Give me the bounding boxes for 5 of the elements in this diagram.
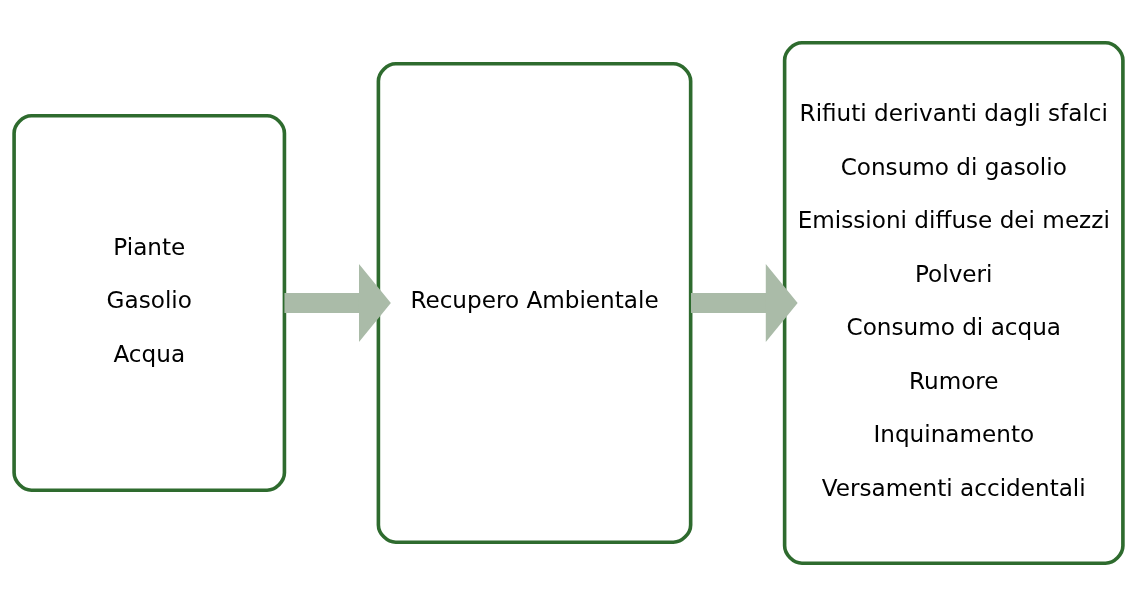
node-box: Recupero Ambientale bbox=[376, 61, 693, 544]
node-box: Rifiuti derivanti dagli sfalci Consumo di gasolio Emissioni diffuse dei mezzi Polveri Consumo di acqua Rumore Inquinamento Versamenti accidentali bbox=[782, 40, 1125, 565]
arrow bbox=[284, 263, 391, 342]
node-box: Piante Gasolio Acqua bbox=[12, 113, 287, 492]
arrow bbox=[691, 263, 798, 342]
